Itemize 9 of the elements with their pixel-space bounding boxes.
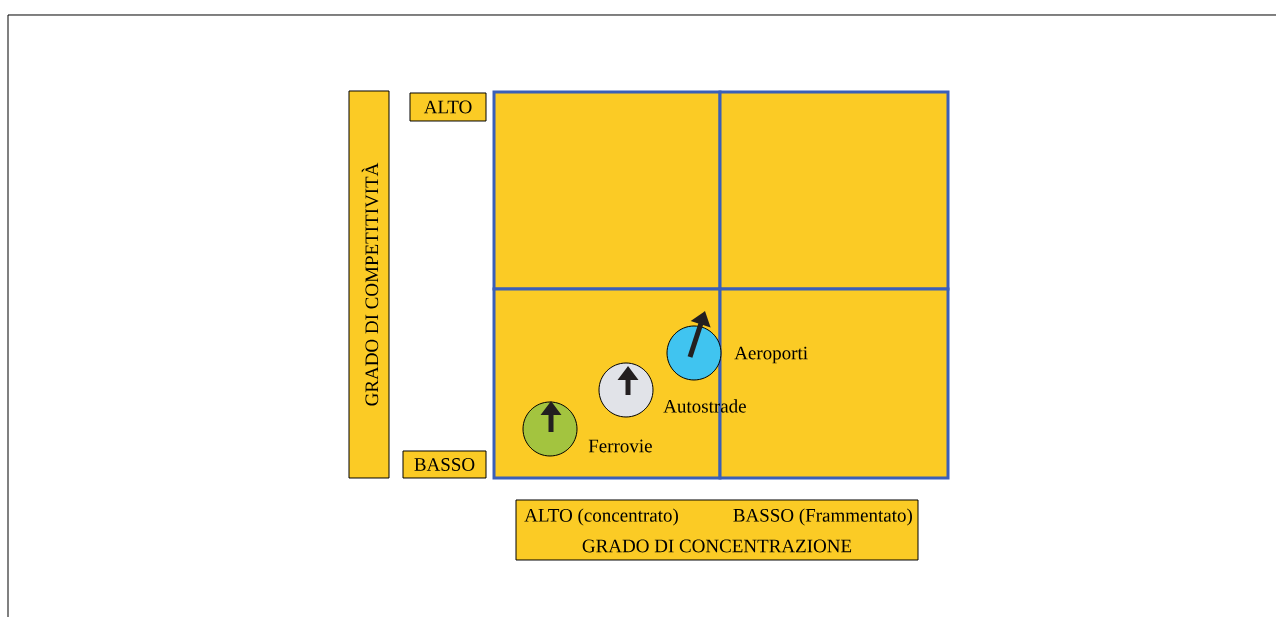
scale-label-box: BASSO: [402, 450, 487, 479]
axis-label-box: GRADO DI COMPETITIVITÀ: [348, 90, 390, 479]
circle-label: Ferrovie: [588, 439, 652, 453]
sector-circle: [666, 325, 722, 381]
scale-label-box: ALTO: [409, 92, 487, 122]
circle-label: Aeroporti: [734, 346, 808, 364]
axis-label-box: ALTO (concentrato) BASSO (Frammentato) GRADO DI CONCENTRAZIONE: [515, 499, 919, 561]
sector-circle: [522, 401, 578, 457]
sector-circle: [598, 362, 654, 418]
